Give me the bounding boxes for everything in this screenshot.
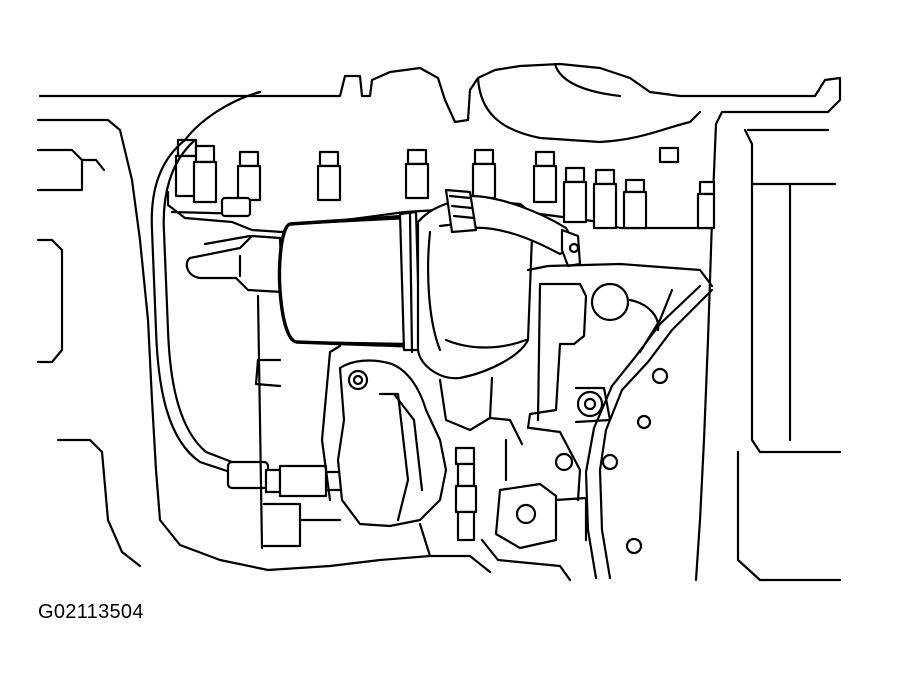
engine-block-inner-curve (476, 76, 702, 144)
bolt (404, 148, 430, 200)
bolt (316, 150, 342, 202)
oil-cooler-housing (526, 262, 714, 288)
stud-bolt (454, 446, 478, 542)
bolt (658, 146, 680, 164)
oil-pan-flange (598, 288, 714, 580)
alternator-bracket (336, 359, 448, 528)
bolt (622, 178, 648, 230)
bolt (532, 150, 558, 204)
cooler-port (590, 282, 630, 322)
block-bolt (554, 452, 574, 472)
flange-hole (601, 453, 619, 471)
bolt (696, 180, 716, 230)
left-oil-pan (36, 118, 492, 574)
engine-block-top-outline (38, 62, 842, 124)
bolt (471, 148, 497, 200)
right-oil-pan (694, 110, 830, 582)
flange-hole (651, 367, 669, 385)
lower-block-details (254, 294, 282, 550)
bolt-row (174, 138, 716, 230)
bolt (562, 166, 588, 224)
flange-hole (636, 414, 652, 430)
flange-hole (625, 537, 643, 555)
line-fitting (226, 460, 350, 498)
bolt (192, 144, 218, 204)
bolt (592, 168, 618, 230)
oil-pressure-line (150, 138, 232, 474)
bracket-bolt (515, 503, 537, 525)
oil-filter (277, 210, 422, 354)
figure-code-label: G02113504 (38, 601, 144, 623)
mount-tab (220, 196, 252, 218)
bracket-spout (185, 234, 284, 294)
bolt (236, 150, 262, 202)
